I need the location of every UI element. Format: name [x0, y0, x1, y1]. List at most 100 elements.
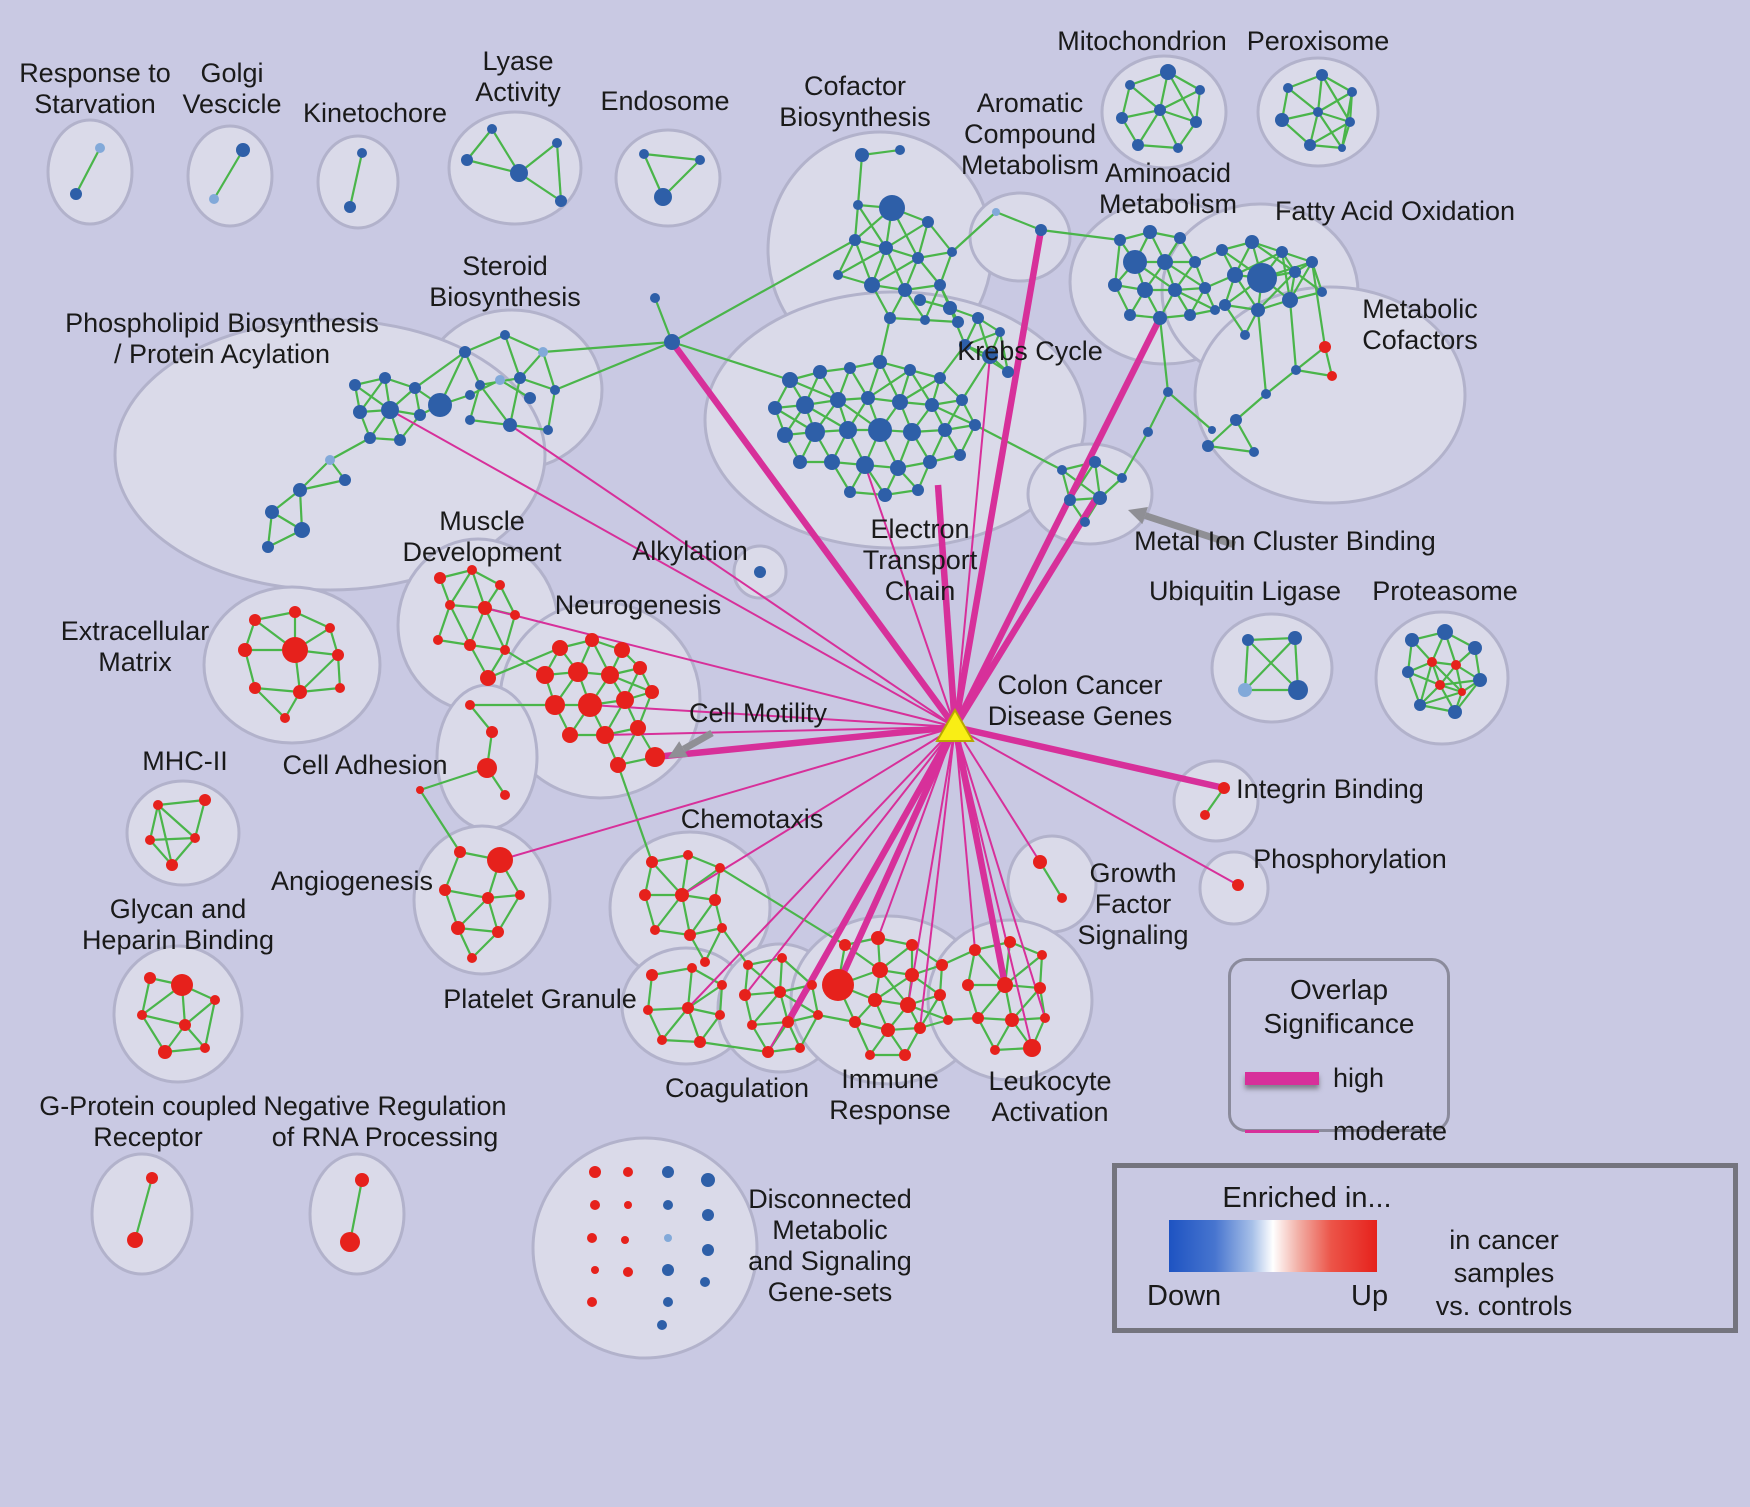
- cluster-edge: [1129, 84, 1161, 111]
- gene-set-node: [925, 398, 939, 412]
- gene-set-node: [1163, 387, 1173, 397]
- gene-set-node: [1137, 282, 1153, 298]
- gene-set-node: [782, 1016, 794, 1028]
- overlap-edge-high: [934, 484, 959, 728]
- gene-set-node: [839, 939, 851, 951]
- label-cell-adhesion: Cell Adhesion: [282, 750, 447, 780]
- label-ubiquitin-ligase: Ubiquitin Ligase: [1149, 576, 1341, 606]
- gene-set-node: [1327, 371, 1337, 381]
- gene-set-node: [1251, 303, 1265, 317]
- cluster-edge: [75, 147, 101, 195]
- gene-set-node: [616, 691, 634, 709]
- gene-set-node: [1458, 688, 1466, 696]
- gene-set-node: [379, 372, 391, 384]
- gene-set-node: [873, 355, 887, 369]
- gene-set-node: [879, 241, 893, 255]
- label-neurogenesis: Neurogenesis: [555, 590, 722, 620]
- gene-set-node: [805, 422, 825, 442]
- gene-set-node: [545, 695, 565, 715]
- label-platelet-granule: Platelet Granule: [443, 984, 637, 1014]
- cluster-bubble-endosome: [614, 128, 722, 228]
- gene-set-node: [236, 143, 250, 157]
- gene-set-node: [938, 423, 952, 437]
- gene-set-node: [550, 385, 560, 395]
- gene-set-node: [879, 195, 905, 221]
- gene-set-node: [1427, 657, 1437, 667]
- gene-set-node: [853, 200, 863, 210]
- gene-set-node: [293, 685, 307, 699]
- gene-set-node: [868, 418, 892, 442]
- gene-set-node: [1199, 282, 1211, 294]
- inter-cluster-edge: [817, 1013, 856, 1024]
- gene-set-node: [1154, 104, 1166, 116]
- cluster-bubble-glycan-heparin-binding: [112, 944, 244, 1084]
- cluster-edge: [471, 931, 499, 959]
- cluster-edge: [643, 894, 657, 931]
- gene-set-node: [1153, 311, 1167, 325]
- gene-set-node: [1306, 256, 1318, 268]
- gene-set-node: [503, 418, 517, 432]
- gene-set-node: [1338, 144, 1346, 152]
- gene-set-node: [1034, 982, 1046, 994]
- label-g-protein-coupled-receptor: Receptor: [93, 1122, 203, 1152]
- cluster-edge: [299, 654, 339, 693]
- cluster-edge: [998, 331, 1010, 373]
- gene-set-node: [920, 315, 930, 325]
- cluster-edge: [1287, 73, 1323, 90]
- gene-set-node: [454, 846, 466, 858]
- inter-cluster-edge: [699, 1040, 769, 1054]
- gene-set-node: [793, 455, 807, 469]
- gene-set-node: [623, 1267, 633, 1277]
- cluster-edge: [443, 851, 462, 891]
- gene-set-node: [904, 364, 916, 376]
- cluster-edge: [213, 149, 244, 200]
- cluster-edge: [964, 330, 1001, 347]
- gene-set-node: [997, 977, 1013, 993]
- cluster-edge: [1317, 91, 1353, 113]
- gene-set-node: [280, 713, 290, 723]
- gene-set-node: [782, 372, 798, 388]
- cluster-edge: [977, 1017, 996, 1051]
- gene-set-node: [683, 850, 693, 860]
- gene-set-node: [768, 401, 782, 415]
- gene-set-node: [1208, 426, 1216, 434]
- label-steroid-biosynthesis: Biosynthesis: [429, 282, 581, 312]
- gene-set-node: [339, 474, 351, 486]
- cluster-edge: [1207, 444, 1255, 454]
- inter-cluster-edge: [542, 340, 673, 354]
- label-angiogenesis: Angiogenesis: [271, 866, 433, 896]
- overlap-edge-moderate: [589, 704, 956, 728]
- label-growth-factor-signaling: Signaling: [1077, 920, 1188, 950]
- gene-set-node: [190, 833, 200, 843]
- cluster-bubble-mhc-ii: [125, 779, 241, 887]
- gene-set-node: [495, 580, 505, 590]
- cluster-edge: [1011, 987, 1041, 1021]
- cluster-edge: [687, 853, 721, 870]
- gene-set-node: [650, 925, 660, 935]
- label-disconnected-gene-sets: Disconnected: [748, 1184, 912, 1214]
- gene-set-node: [353, 405, 367, 419]
- gene-set-node: [552, 640, 568, 656]
- gene-set-node: [912, 252, 924, 264]
- gene-set-node: [465, 390, 475, 400]
- gene-set-node: [956, 394, 968, 406]
- gene-set-node: [127, 1232, 143, 1248]
- gene-set-node: [1230, 414, 1242, 426]
- gene-set-node: [796, 396, 814, 414]
- inter-cluster-edge: [878, 317, 892, 363]
- gene-set-node: [695, 155, 705, 165]
- gene-set-node: [807, 980, 817, 990]
- gene-set-node: [1116, 112, 1128, 124]
- cluster-edge: [647, 1009, 663, 1041]
- cluster-edge: [503, 614, 517, 651]
- gene-set-node: [884, 312, 896, 324]
- label-colon-cancer-disease-genes: Disease Genes: [988, 701, 1173, 731]
- cluster-edge: [704, 927, 723, 963]
- label-endosome: Endosome: [600, 86, 729, 116]
- cluster-edge: [149, 836, 196, 842]
- cluster-edge: [1235, 419, 1255, 453]
- gene-set-node: [464, 639, 476, 651]
- gene-set-node: [844, 486, 856, 498]
- gene-set-node: [739, 989, 751, 1001]
- disease-genes-hub-triangle: [935, 708, 975, 742]
